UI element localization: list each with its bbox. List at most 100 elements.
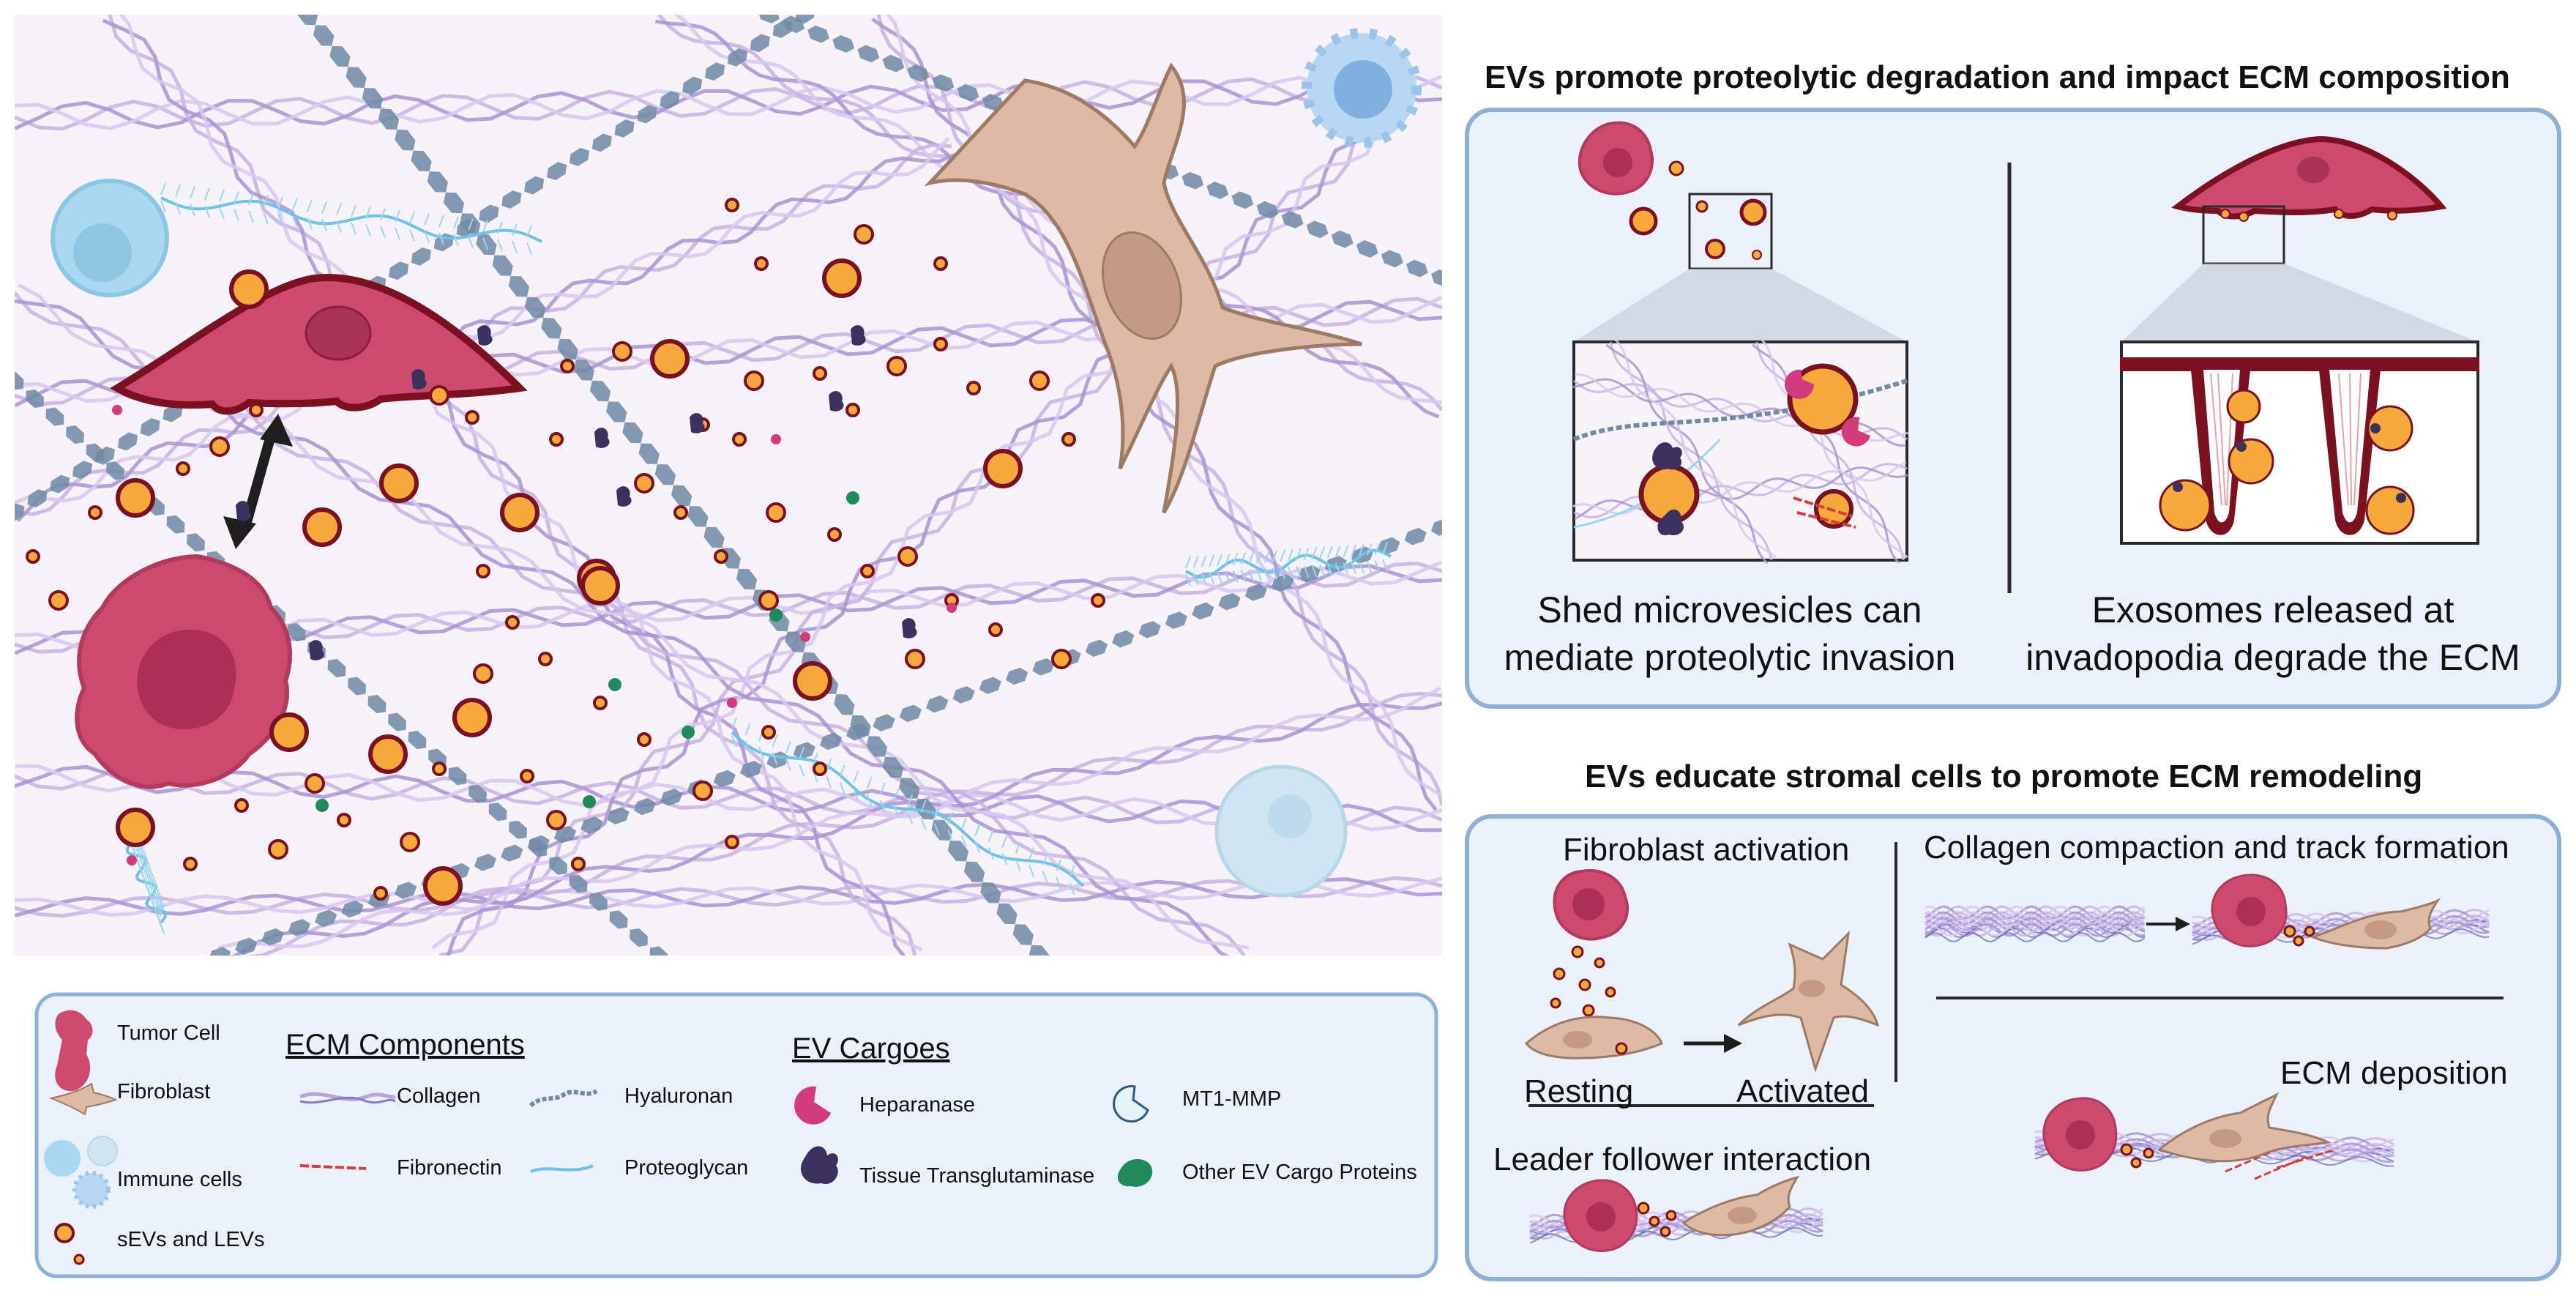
small-ev xyxy=(860,564,875,578)
large-ev xyxy=(229,269,269,309)
hyaluronan-bead xyxy=(1356,240,1378,258)
ecm-deposition-illustration xyxy=(2034,1092,2394,1180)
small-ev xyxy=(813,761,827,776)
mt1mmp-icon xyxy=(1113,1085,1149,1123)
hyaluronan-bead xyxy=(1218,592,1241,611)
transglutaminase-cargo xyxy=(411,369,427,390)
large-ev xyxy=(452,698,492,737)
heparanase-cargo xyxy=(771,434,781,444)
hyaluronan-bead xyxy=(980,882,1001,904)
hyaluronan-bead xyxy=(72,461,93,480)
hyaluronan-bead xyxy=(857,45,880,63)
hyaluronan-bead xyxy=(873,714,895,731)
hyaluronan-bead xyxy=(569,147,589,166)
panel-proteolytic-degradation: EVs promote proteolytic degradation and … xyxy=(1465,59,2561,709)
hyaluronan-bead xyxy=(793,742,815,759)
hyaluronan-bead xyxy=(50,474,70,494)
hyaluronan-bead xyxy=(15,503,25,522)
other-cargo xyxy=(769,608,783,622)
small-ev xyxy=(48,590,69,611)
hyaluronan-bead xyxy=(1256,201,1279,219)
small-ev xyxy=(538,652,553,666)
hyaluronan-bead xyxy=(1165,611,1188,629)
hyaluronan-bead xyxy=(1405,259,1428,278)
small-ev xyxy=(429,385,449,406)
hyaluronan-bead xyxy=(783,15,805,34)
exosomes-caption-2: invadopodia degrade the ECM xyxy=(2026,637,2520,678)
invadopodia-illustration xyxy=(2120,135,2479,545)
small-ev xyxy=(560,359,575,373)
legend-collagen-label: Collagen xyxy=(397,1084,480,1108)
small-ev xyxy=(612,341,632,362)
hyaluronan-bead xyxy=(527,835,550,853)
hyaluronan-bead xyxy=(1012,924,1034,945)
small-ev xyxy=(249,403,264,417)
small-ev xyxy=(905,649,925,669)
transglutaminase-cargo xyxy=(616,486,632,507)
hyaluronan-bead xyxy=(979,677,1001,695)
hyaluronan-bead xyxy=(1430,518,1442,536)
hyaluronan-bead xyxy=(547,162,567,181)
hyaluronan-bead xyxy=(687,506,709,527)
collagen-fiber xyxy=(431,108,1399,956)
large-ev xyxy=(793,661,832,701)
hyaluronan-bead xyxy=(26,389,44,409)
legend-heparanase-label: Heparanase xyxy=(859,1093,975,1117)
hyaluronan-strand xyxy=(1924,928,2146,938)
leader-follower-label: Leader follower interaction xyxy=(1493,1142,1871,1177)
large-ev xyxy=(822,258,862,298)
hyaluronan-bead xyxy=(649,946,668,956)
heparanase-cargo xyxy=(112,405,122,415)
hyaluronan-bead xyxy=(795,15,815,24)
hyaluronan-bead xyxy=(106,461,124,480)
small-ev xyxy=(1029,370,1050,391)
small-ev xyxy=(1051,649,1072,669)
hyaluronan-bead xyxy=(479,204,499,223)
other-cargo xyxy=(682,726,695,739)
small-ev xyxy=(476,564,490,578)
small-ev xyxy=(933,256,948,271)
small-ev xyxy=(744,370,764,391)
panel-top-title: EVs promote proteolytic degradation and … xyxy=(1485,59,2510,95)
hyaluronan-bead xyxy=(86,443,105,462)
small-ev xyxy=(268,839,288,860)
small-ev xyxy=(520,769,534,783)
hyaluronan-bead xyxy=(163,403,183,422)
legend-fibronectin-icon xyxy=(299,1164,367,1170)
hyaluronan-bead xyxy=(1085,639,1108,658)
legend-tissue-transglutaminase-label: Tissue Transglutaminase xyxy=(859,1164,1094,1188)
hyaluronan-bead xyxy=(882,54,905,72)
legend-panel: Tumor Cell Fibroblast Immune cells sEVs … xyxy=(34,992,1438,1278)
hyaluronan-bead xyxy=(288,919,310,936)
legend-ev-icon xyxy=(54,1223,85,1265)
transglutaminase-cargo xyxy=(309,640,324,660)
legend-fibroblast-icon xyxy=(48,1082,118,1116)
small-ev xyxy=(571,857,586,871)
hyaluronan-bead xyxy=(389,261,409,280)
large-ev xyxy=(379,463,419,503)
small-ev xyxy=(400,832,420,852)
hyaluronan-bead xyxy=(329,45,351,67)
hyaluronan-bead xyxy=(713,770,736,788)
hyaluronan-bead xyxy=(1138,621,1161,638)
legend-collagen-icon xyxy=(299,1092,396,1101)
small-ev xyxy=(505,615,520,630)
hyaluronan-bead xyxy=(492,255,513,276)
hyaluronan-bead xyxy=(589,892,608,911)
collagen-fiber xyxy=(15,74,1442,131)
hyaluronan-bead xyxy=(166,515,185,534)
hyaluronan-bead xyxy=(834,694,855,715)
hyaluronan-bead xyxy=(140,417,160,436)
hyaluronan-bead xyxy=(1378,537,1400,555)
hyaluronan-bead xyxy=(573,360,594,381)
hyaluronan-bead xyxy=(508,276,530,297)
large-ev xyxy=(650,339,690,379)
legend-fibroblast-label: Fibroblast xyxy=(117,1080,210,1103)
large-ev xyxy=(269,712,309,752)
small-ev xyxy=(26,549,40,564)
hyaluronan-bead xyxy=(509,820,527,839)
small-ev xyxy=(634,473,654,494)
hyaluronan-bead xyxy=(660,91,680,110)
hyaluronan-strand xyxy=(1924,932,2146,942)
